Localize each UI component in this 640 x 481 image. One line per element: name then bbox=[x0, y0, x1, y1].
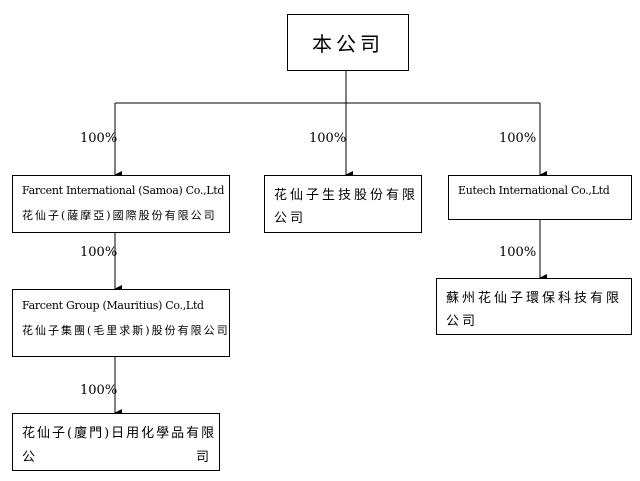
node-suzhou-name-line2: 公司 bbox=[446, 314, 479, 329]
node-xiamen-name-line2b: 司 bbox=[196, 450, 213, 465]
edge-label-samoa-mauritius: 100% bbox=[80, 245, 118, 260]
edge-label-root-biotech: 100% bbox=[309, 131, 347, 146]
node-biotech: 花仙子生技股份有限 公司 bbox=[264, 175, 422, 233]
node-eutech-name-en: Eutech International Co.,Ltd bbox=[458, 184, 610, 197]
node-mauritius-name-en: Farcent Group (Mauritius) Co.,Ltd bbox=[22, 299, 204, 312]
node-mauritius: Farcent Group (Mauritius) Co.,Ltd 花仙子集團(… bbox=[12, 289, 230, 357]
node-suzhou-name-line1: 蘇州花仙子環保科技有限 bbox=[446, 291, 623, 306]
node-xiamen-name-line1: 花仙子(廈門)日用化學品有限 bbox=[22, 426, 217, 441]
edge-label-mauritius-xiamen: 100% bbox=[80, 383, 118, 398]
node-eutech: Eutech International Co.,Ltd bbox=[448, 175, 632, 220]
edge-label-root-samoa: 100% bbox=[80, 131, 118, 146]
node-xiamen-name-line2a: 公 bbox=[22, 450, 39, 465]
node-samoa: Farcent International (Samoa) Co.,Ltd 花仙… bbox=[12, 175, 230, 233]
node-biotech-name-line2: 公司 bbox=[274, 211, 307, 226]
edge-label-root-eutech: 100% bbox=[499, 131, 537, 146]
root-node-label: 本公司 bbox=[312, 32, 384, 56]
node-xiamen: 花仙子(廈門)日用化學品有限 公 司 bbox=[12, 413, 220, 471]
node-suzhou: 蘇州花仙子環保科技有限 公司 bbox=[436, 278, 632, 335]
root-node-box: 本公司 bbox=[287, 14, 409, 71]
node-samoa-name-zh: 花仙子(薩摩亞)國際股份有限公司 bbox=[22, 209, 217, 222]
node-samoa-name-en: Farcent International (Samoa) Co.,Ltd bbox=[22, 184, 225, 197]
node-biotech-name-line1: 花仙子生技股份有限 bbox=[274, 188, 419, 203]
edge-label-eutech-suzhou: 100% bbox=[499, 245, 537, 260]
node-mauritius-name-zh: 花仙子集團(毛里求斯)股份有限公司 bbox=[22, 324, 230, 337]
